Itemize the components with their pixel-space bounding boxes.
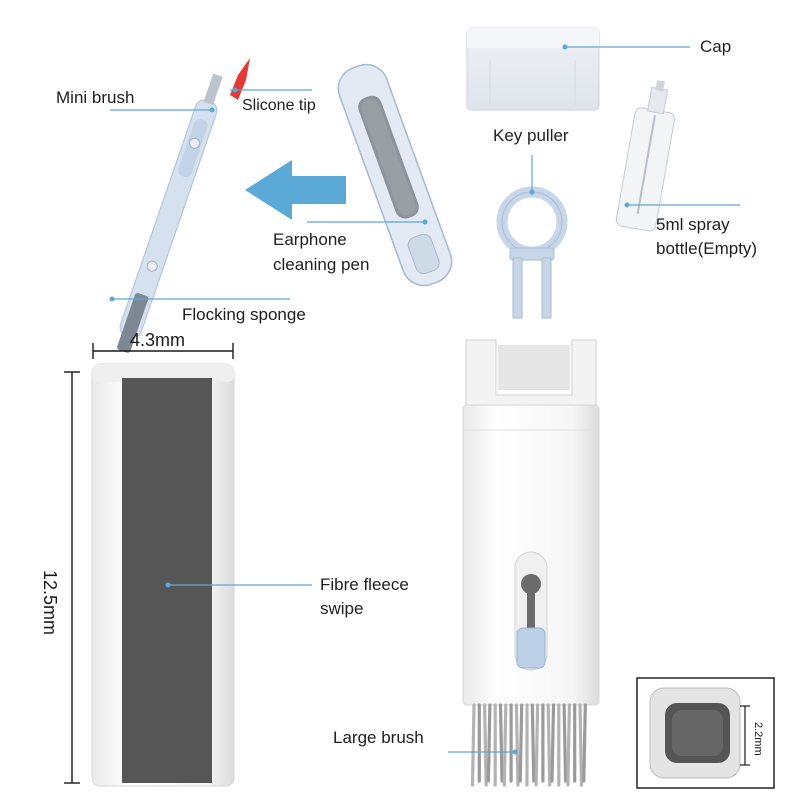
width-dimension-label: 4.3mm — [130, 330, 186, 350]
mini-brush-pen — [117, 73, 223, 353]
brush-thickness-label: 2.2mm — [752, 722, 764, 756]
width-dimension — [92, 343, 234, 359]
spray-bottle — [615, 80, 676, 232]
cap-part — [466, 27, 600, 111]
bristle — [530, 703, 536, 783]
silicone-tip-label: Slicone tip — [242, 97, 316, 114]
large-brush-leader-dot — [512, 749, 518, 755]
cap-leader-dot — [562, 44, 568, 50]
large-brush-label: Large brush — [333, 728, 424, 747]
key-puller-label: Key puller — [493, 126, 569, 145]
flocking-sponge-leader-dot — [109, 296, 115, 302]
fibre-fleece-label-line2: swipe — [320, 599, 364, 618]
earphone-cleaning-pen — [337, 63, 453, 287]
fibre-fleece-leader-dot — [165, 582, 171, 588]
main-body-front-view — [462, 339, 600, 706]
spray-bottle-leader-dot — [624, 202, 630, 208]
bristle — [470, 703, 476, 787]
height-dimension-label: 12.5mm — [40, 570, 60, 636]
bristle — [502, 703, 508, 787]
bristle — [518, 703, 524, 783]
bristle — [486, 703, 492, 783]
earphone-pen-leader-dot — [422, 219, 428, 225]
bristle — [550, 703, 556, 783]
large-brush-bristles — [470, 703, 587, 787]
bristle — [498, 703, 504, 783]
inset-closeup — [636, 677, 775, 789]
key-puller-leader-dot — [529, 189, 535, 195]
mini-brush-label: Mini brush — [56, 88, 135, 107]
height-dimension — [64, 371, 80, 784]
bristle — [534, 703, 540, 787]
bristle — [562, 703, 568, 783]
cap-label: Cap — [700, 37, 732, 56]
silicone-tip-leader-dot — [232, 87, 238, 93]
fibre-fleece-label-line1: Fibre fleece — [320, 575, 409, 594]
key-puller — [496, 186, 568, 319]
bristle — [566, 703, 572, 787]
bristle — [546, 703, 552, 787]
spray-bottle-label-line2: bottle(Empty) — [656, 239, 758, 258]
direction-arrow-icon — [245, 160, 346, 220]
main-body-side-view — [91, 363, 235, 787]
earphone-pen-label-line1: Earphone — [273, 230, 347, 249]
flocking-sponge-label: Flocking sponge — [182, 305, 306, 324]
bristle — [514, 703, 520, 787]
earphone-pen-label-line2: cleaning pen — [273, 255, 370, 274]
bristle — [582, 703, 587, 783]
mini-brush-leader-dot — [209, 107, 215, 113]
bristle — [483, 703, 488, 787]
bristle — [578, 703, 584, 787]
spray-bottle-label-line1: 5ml spray — [656, 215, 730, 234]
